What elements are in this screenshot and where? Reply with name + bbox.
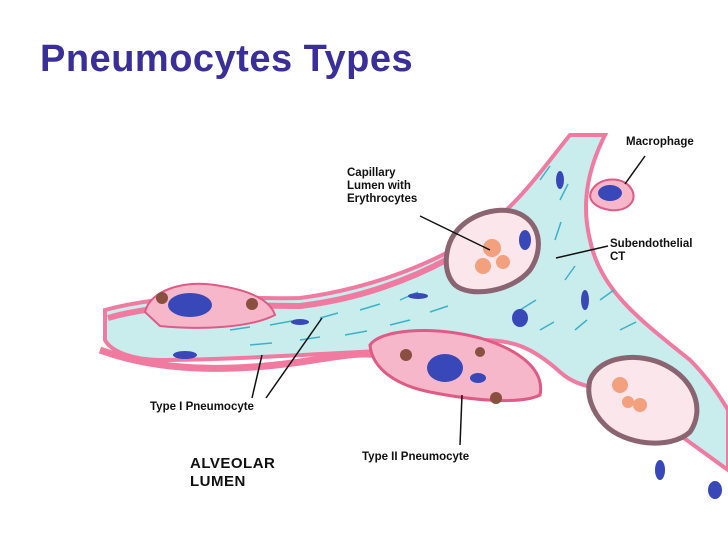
erythrocyte <box>475 258 491 274</box>
type-i-cell-left <box>143 282 277 329</box>
leader-type-ii <box>459 394 463 446</box>
label-capillary-line1: Capillary <box>347 167 396 179</box>
erythrocyte <box>622 396 634 408</box>
macrophage <box>589 178 635 212</box>
endothelial-nucleus <box>519 230 531 250</box>
leader-lines <box>251 155 646 446</box>
label-subendothelial-line1: Subendothelial <box>610 238 693 250</box>
nucleus <box>470 373 486 383</box>
label-alveolar-lumen: ALVEOLAR LUMEN <box>190 455 275 491</box>
nucleus <box>427 354 463 382</box>
lamellar-body <box>475 347 485 357</box>
label-capillary: Capillary Lumen with Erythrocytes <box>347 167 417 206</box>
label-type-ii-pneumocyte: Type II Pneumocyte <box>362 451 470 463</box>
label-capillary-line3: Erythrocytes <box>347 193 418 205</box>
erythrocyte <box>496 255 510 269</box>
label-subendothelial-line2: CT <box>610 251 626 263</box>
type-ii-cell <box>368 329 543 404</box>
lamellar-body <box>400 349 412 361</box>
erythrocyte <box>612 377 628 393</box>
nucleus <box>598 185 622 201</box>
lamellar-body <box>490 392 502 404</box>
lamellar-body <box>156 292 168 304</box>
capillary-lower <box>586 354 700 446</box>
label-macrophage: Macrophage <box>626 136 694 148</box>
label-type-i-pneumocyte: Type I Pneumocyte <box>150 401 254 413</box>
leader-macrophage <box>624 155 646 185</box>
capillary-upper <box>443 207 541 295</box>
erythrocyte <box>633 398 647 412</box>
lamellar-body <box>246 298 258 310</box>
erythrocyte <box>483 239 501 257</box>
label-subendothelial: Subendothelial CT <box>610 238 692 264</box>
label-alveolar-line2: LUMEN <box>190 473 246 490</box>
label-capillary-line2: Lumen with <box>347 180 411 192</box>
leader-type-i-a <box>251 354 263 399</box>
type-i-layer-lower <box>98 346 381 372</box>
label-alveolar-line1: ALVEOLAR <box>190 455 276 472</box>
fibroblast-nuclei <box>173 171 722 499</box>
slide-title: Pneumocytes Types <box>40 38 414 80</box>
leader-type-i-b <box>265 317 323 399</box>
leader-subendothelial <box>555 245 609 259</box>
nucleus <box>168 293 212 317</box>
leader-capillary <box>419 215 491 251</box>
